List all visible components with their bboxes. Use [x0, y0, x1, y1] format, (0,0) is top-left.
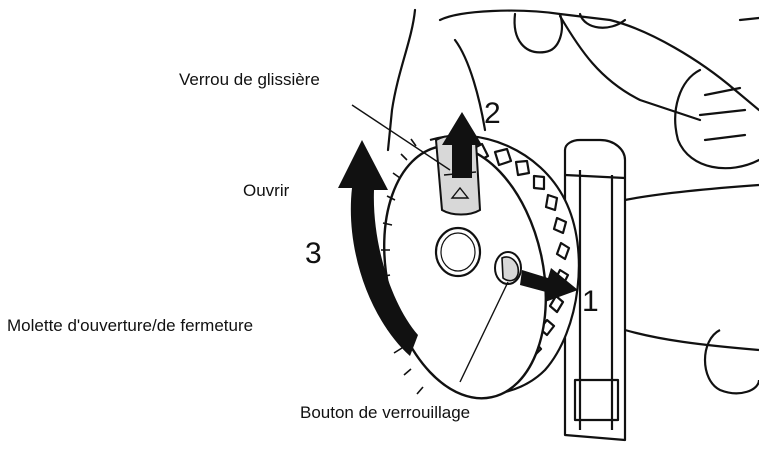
leader-lines: [351, 104, 509, 383]
step-number-2: 2: [484, 97, 501, 130]
right-frame: [563, 138, 759, 442]
arrow-step-3: [338, 140, 418, 356]
lock-button: [494, 251, 522, 285]
label-open: Ouvrir: [243, 181, 290, 200]
step-number-1: 1: [582, 285, 599, 318]
arrow-step-1: [520, 268, 578, 302]
label-lock-button: Bouton de verrouillage: [300, 403, 471, 422]
step-number-3: 3: [305, 237, 322, 270]
label-dial: Molette d'ouverture/de fermeture: [7, 316, 254, 335]
label-slide-lock: Verrou de glissière: [179, 70, 320, 89]
camera-body: [386, 8, 759, 170]
arrow-step-2: [442, 112, 482, 178]
